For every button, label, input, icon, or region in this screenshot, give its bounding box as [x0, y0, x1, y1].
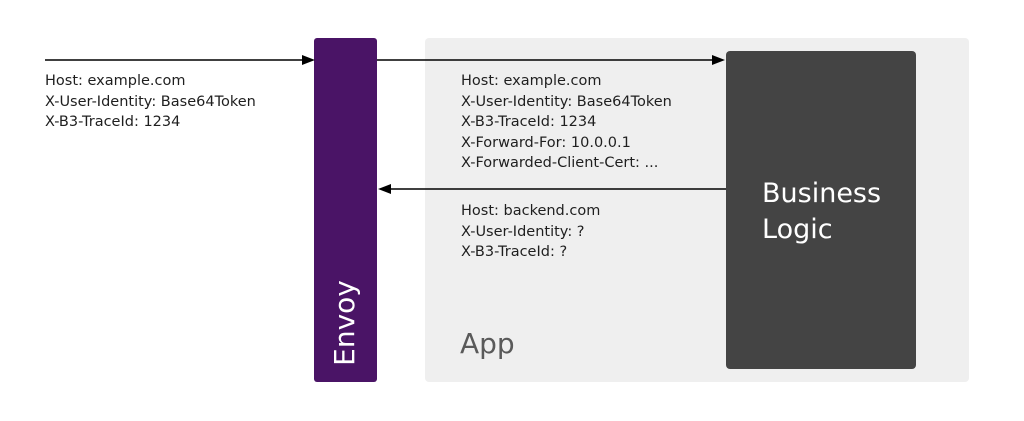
app-label: App: [460, 327, 515, 360]
outbound-header-line: X-User-Identity: ?: [461, 223, 585, 240]
incoming-header-line: X-B3-TraceId: 1234: [45, 114, 181, 130]
forwarded-header-line: Host: example.com: [461, 73, 602, 89]
outbound-header-line: X-B3-TraceId: ?: [461, 244, 568, 260]
outbound-header-line: Host: backend.com: [461, 203, 601, 219]
incoming-header-line: X-User-Identity: Base64Token: [45, 93, 256, 110]
business-logic-label: Business Logic: [762, 178, 882, 245]
forwarded-header-line: X-B3-TraceId: 1234: [461, 114, 597, 130]
outbound-request-arrowhead: [378, 184, 391, 194]
incoming-header-line: Host: example.com: [45, 73, 186, 89]
forwarded-header-line: X-User-Identity: Base64Token: [461, 93, 672, 110]
envoy-proxy-bar: [314, 38, 377, 382]
incoming-headers: Host: example.com X-User-Identity: Base6…: [45, 71, 256, 133]
forwarded-header-line: X-Forwarded-Client-Cert: ...: [461, 155, 659, 171]
outbound-headers: Host: backend.com X-User-Identity: ? X-B…: [461, 201, 600, 263]
forwarded-request-arrowhead: [712, 55, 725, 65]
incoming-request-arrowhead: [302, 55, 315, 65]
forwarded-header-line: X-Forward-For: 10.0.0.1: [461, 134, 631, 151]
forwarded-headers: Host: example.com X-User-Identity: Base6…: [461, 71, 672, 174]
business-logic-box: [726, 51, 916, 369]
